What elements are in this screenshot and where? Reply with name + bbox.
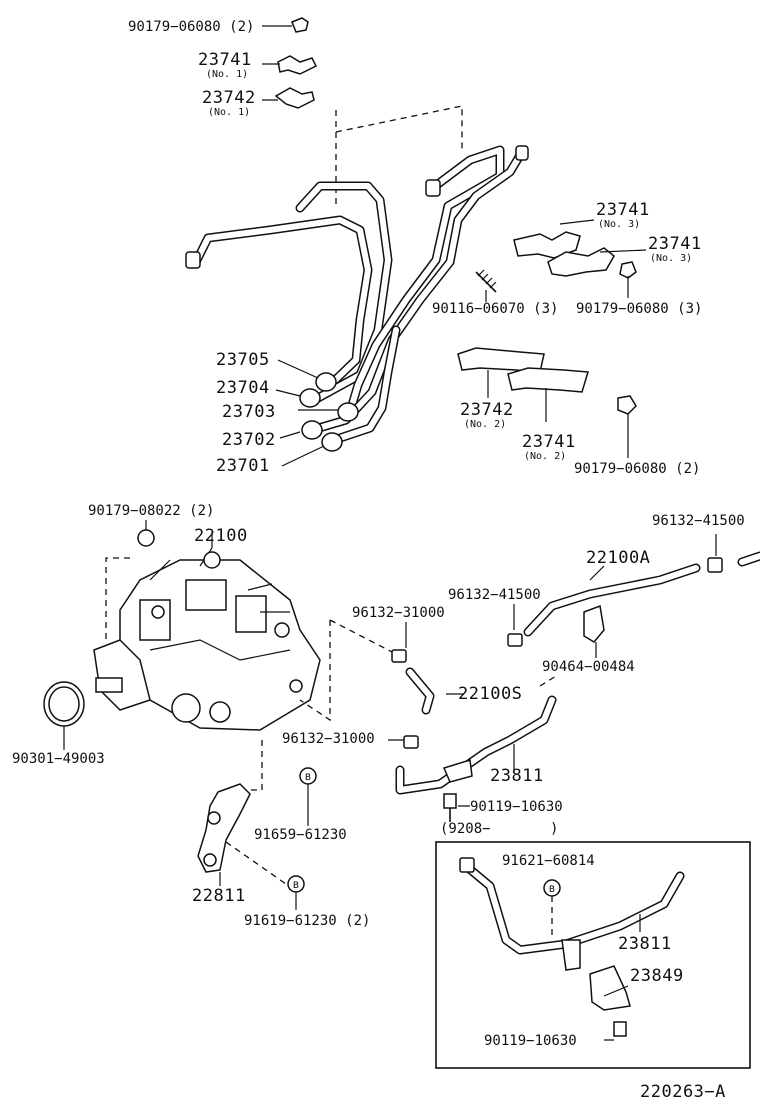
part-number-label: 22100S xyxy=(458,684,523,704)
washer-icon xyxy=(43,681,85,727)
part-number-label: 23703 xyxy=(222,402,276,422)
part-number-label: 22811 xyxy=(192,886,246,906)
clip-icon xyxy=(277,55,318,75)
bolt-icon xyxy=(287,767,317,893)
date-range-label: (9208− xyxy=(440,821,491,837)
part-number-label: 22100A xyxy=(586,548,651,568)
pipe-icon xyxy=(395,695,557,795)
part-number-label: 90179−06080 (3) xyxy=(576,301,703,317)
part-number-label: 90179−06080 (2) xyxy=(128,19,255,35)
part-number-label: 23705 xyxy=(216,350,270,370)
date-range-label-end: ) xyxy=(550,821,559,837)
pipe-nut-icons xyxy=(299,372,359,452)
part-number-label: 23811 xyxy=(490,766,544,786)
bracket-icon xyxy=(583,604,605,643)
part-number-label: 90116−06070 (3) xyxy=(432,301,559,317)
part-number-label: 22100 xyxy=(194,526,248,546)
bracket-icon xyxy=(197,783,251,873)
bolt-icon xyxy=(543,879,627,1037)
bracket-icon xyxy=(589,965,631,1011)
part-number-label: 96132−41500 xyxy=(652,513,745,529)
part-note-label: (No. 3) xyxy=(650,253,693,264)
part-number-label: 96132−41500 xyxy=(448,587,541,603)
part-number-label: 90119−10630 xyxy=(484,1033,577,1049)
b-marker: B xyxy=(293,881,299,891)
part-number-label: 23741 xyxy=(648,234,702,254)
grommet-icon xyxy=(617,261,637,415)
clamp-icon xyxy=(391,557,723,749)
part-number-label: 90301−49003 xyxy=(12,751,105,767)
part-number-label: 96132−31000 xyxy=(282,731,375,747)
part-number-label: 23811 xyxy=(618,934,672,954)
part-number-label: 23742 xyxy=(202,88,256,108)
part-note-label: (No. 1) xyxy=(206,69,249,80)
part-note-label: (No. 2) xyxy=(464,419,507,430)
part-number-label: 90119−10630 xyxy=(470,799,563,815)
part-number-label: 23701 xyxy=(216,456,270,476)
part-number-label: 23741 xyxy=(522,432,576,452)
bolt-icon xyxy=(475,269,497,293)
injection-pipes xyxy=(185,145,529,445)
figure-number: 220263−A xyxy=(640,1082,726,1102)
hose-icon xyxy=(405,551,760,715)
part-number-label: 90179−06080 (2) xyxy=(574,461,701,477)
b-marker: B xyxy=(305,773,311,783)
pipe-icon xyxy=(459,857,685,971)
part-number-label: 91659−61230 xyxy=(254,827,347,843)
clamp-icon xyxy=(457,231,615,393)
part-number-label: 23741 xyxy=(596,200,650,220)
part-number-label: 90179−08022 (2) xyxy=(88,503,215,519)
part-number-label: 23849 xyxy=(630,966,684,986)
grommet-icon xyxy=(291,17,309,33)
part-number-label: 23742 xyxy=(460,400,514,420)
part-note-label: (No. 1) xyxy=(208,107,251,118)
part-number-label: 96132−31000 xyxy=(352,605,445,621)
part-note-label: (No. 2) xyxy=(524,451,567,462)
part-note-label: (No. 3) xyxy=(598,219,641,230)
pump-icon xyxy=(93,529,321,731)
inset-frame xyxy=(435,841,751,1069)
bolt-icon xyxy=(443,793,457,822)
clip-icon xyxy=(274,87,315,109)
part-number-label: 90464−00484 xyxy=(542,659,635,675)
b-marker: B xyxy=(549,885,555,895)
part-number-label: 91621−60814 xyxy=(502,853,595,869)
part-number-label: 23704 xyxy=(216,378,270,398)
part-number-label: 91619−61230 (2) xyxy=(244,913,371,929)
part-number-label: 23741 xyxy=(198,50,252,70)
part-number-label: 23702 xyxy=(222,430,276,450)
